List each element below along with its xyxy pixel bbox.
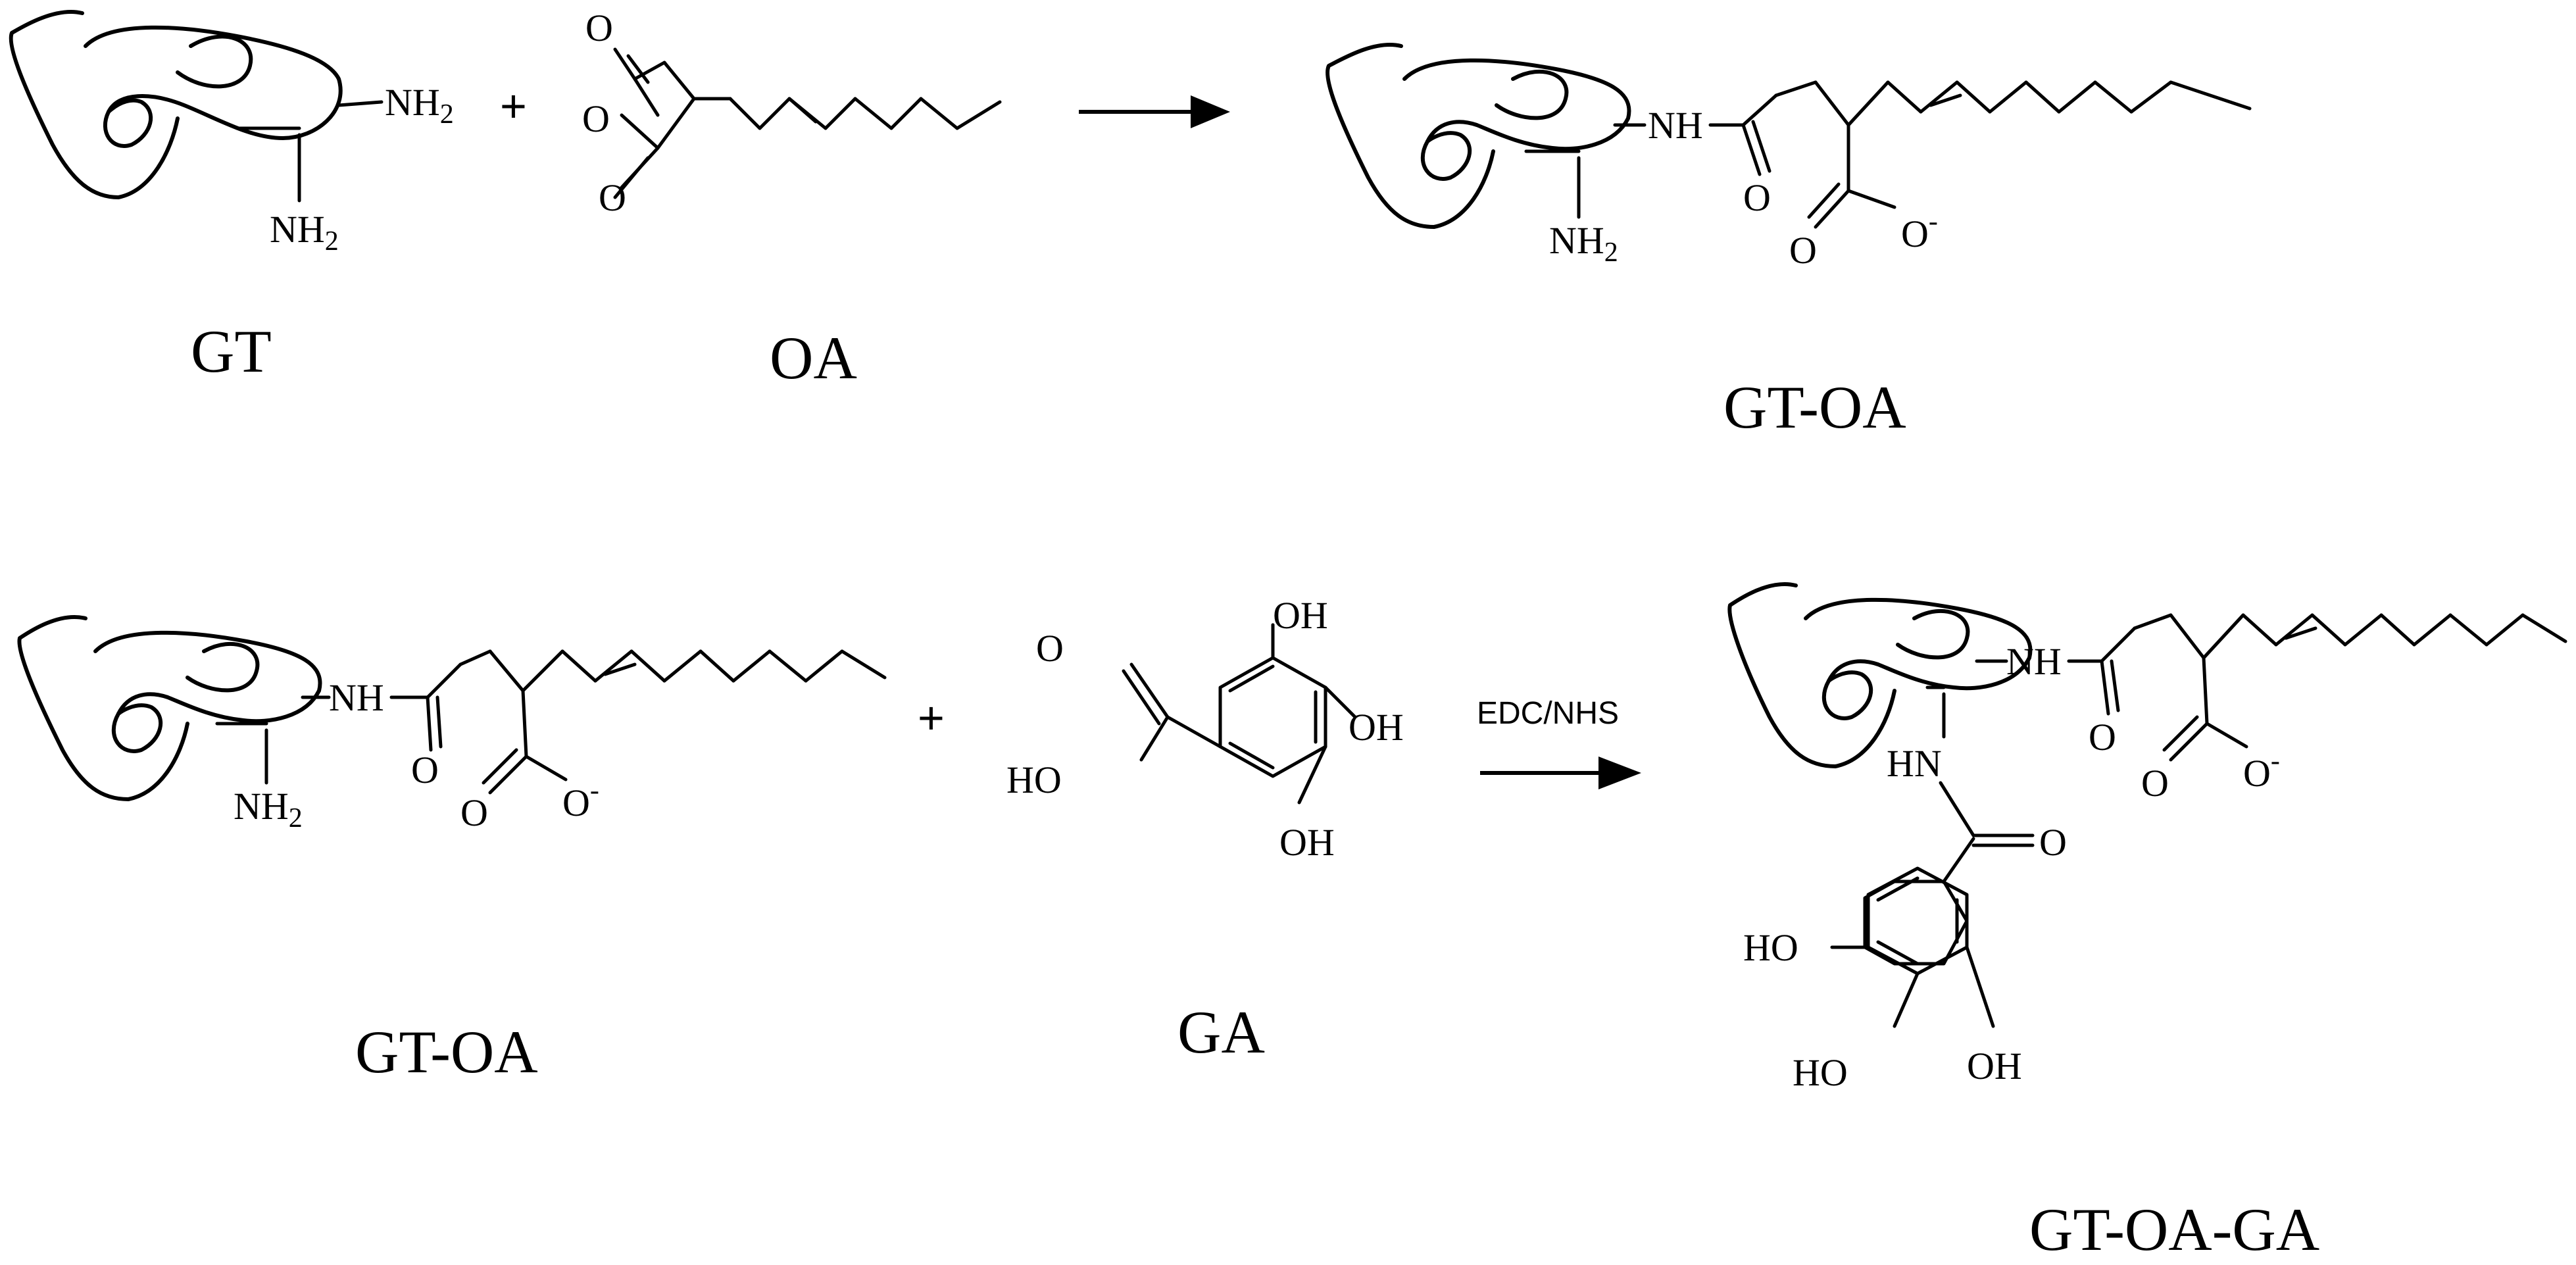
gt-oa-r-amine-nh: NH [234, 785, 289, 828]
ga-carboxyl-ho: HO [1006, 758, 1062, 801]
ga-carbonyl-o: O [1036, 627, 1064, 670]
plus-sign-2: + [918, 692, 945, 743]
label-ga: GA [1177, 999, 1265, 1066]
gt-amine-subscript: 2 [440, 99, 454, 130]
gt-oa-r-amide-o: O [411, 749, 439, 791]
gt-oa-product-molecule: NH O O O- NH2 [1325, 43, 2252, 272]
ga-molecule: O HO OH OH OH [1006, 594, 1404, 864]
gt-oa-ga-amide-o: O [2089, 716, 2116, 758]
gt-oa-ga-carboxylate-label: O- [2243, 746, 2280, 795]
gt-amine-nh: NH [385, 81, 440, 124]
gt-oa-carboxylate-label: O- [1901, 207, 1938, 255]
oa-carbonyl-o-top: O [585, 7, 613, 49]
gt-oa-amide-o: O [1743, 176, 1771, 219]
gt-oa-carboxylate-o: O [1901, 212, 1929, 255]
gt-oa-reactant-molecule: NH O O O- NH2 [17, 615, 887, 834]
gt-oa-ga-hn: HN [1887, 742, 1942, 785]
gt-oa-amine-label: NH2 [1549, 219, 1618, 268]
gt-oa-ga-product-molecule: NH O O O- HN O [1727, 582, 2567, 1094]
gt-amine-lower-nh: NH [270, 208, 325, 251]
gt-oa-r-amine-label: NH2 [234, 785, 303, 833]
label-gt-oa-ga: GT-OA-GA [2029, 1196, 2319, 1263]
reaction-conditions: EDC/NHS [1477, 696, 1619, 731]
oa-carbonyl-o-bottom: O [599, 176, 626, 219]
ga-oh-bottom: OH [1279, 821, 1335, 864]
gt-oa-carboxyl-o: O [1789, 229, 1817, 272]
label-gt-oa-product: GT-OA [1723, 374, 1906, 441]
reaction-arrow-2 [1480, 757, 1641, 789]
gt-oa-r-carboxylate-o: O [562, 781, 590, 824]
gt-molecule: NH2 NH2 [9, 10, 454, 257]
gt-amine-lower-label: NH2 [270, 208, 339, 257]
gt-oa-r-carboxylate-charge: - [590, 776, 599, 806]
gt-oa-ga-amide2-o: O [2039, 821, 2067, 864]
gt-oa-amine-nh: NH [1549, 219, 1604, 262]
gt-oa-ga-ho-bottom: HO [1793, 1051, 1848, 1094]
gt-oa-ga-oh-bottom: OH [1967, 1045, 2022, 1087]
gt-oa-ga-amide-nh: NH [2006, 640, 2062, 683]
ga-oh-top: OH [1273, 594, 1328, 637]
oa-ring-o: O [582, 97, 610, 140]
gt-oa-carboxylate-charge: - [1929, 207, 1938, 237]
oa-molecule: O O O [582, 7, 1002, 219]
gt-amine-lower-subscript: 2 [325, 226, 339, 257]
label-gt-oa-reactant: GT-OA [355, 1018, 538, 1085]
gt-oa-amide-nh: NH [1648, 104, 1703, 147]
gt-oa-r-carboxyl-o: O [460, 791, 488, 834]
gt-oa-r-amide-nh: NH [329, 676, 384, 719]
ga-oh-middle: OH [1349, 706, 1404, 749]
gt-oa-ga-carboxyl-o: O [2141, 762, 2169, 805]
plus-sign-1: + [500, 80, 527, 132]
gt-oa-amine-subscript: 2 [1604, 237, 1618, 268]
reaction-arrow-1 [1079, 95, 1230, 128]
gt-oa-r-amine-subscript: 2 [289, 803, 303, 833]
gt-oa-ga-carboxylate-o: O [2243, 752, 2271, 795]
label-oa: OA [770, 324, 857, 391]
gt-oa-ga-carboxylate-charge: - [2271, 746, 2280, 776]
gt-oa-ga-ho-left: HO [1743, 926, 1798, 969]
gt-amine-label: NH2 [385, 81, 454, 130]
gt-oa-r-carboxylate-label: O- [562, 776, 599, 824]
label-gt: GT [191, 318, 272, 385]
